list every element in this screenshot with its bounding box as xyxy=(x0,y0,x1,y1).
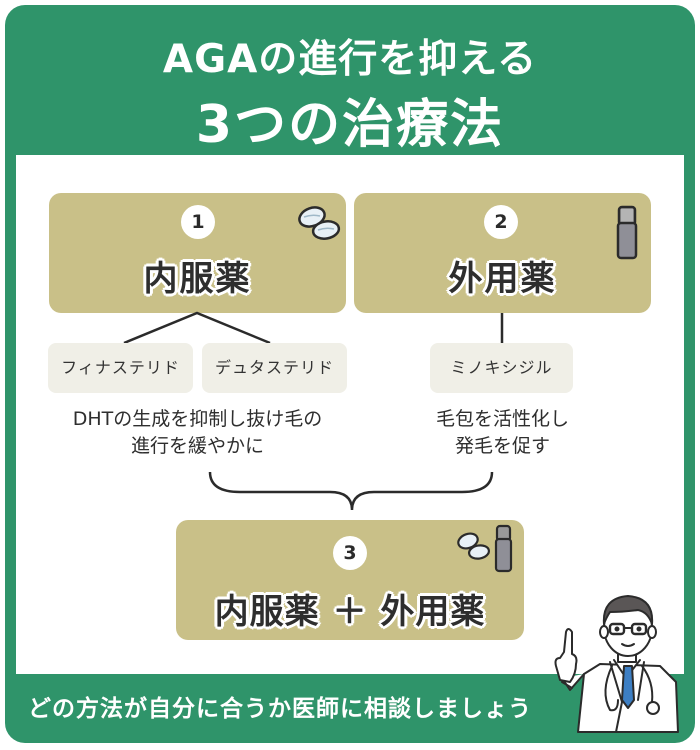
doctor-pointing-icon xyxy=(554,595,679,733)
title-line-2: 3つの治療法 xyxy=(195,95,505,155)
description-oral-line1: DHTの生成を抑制し抜け毛の xyxy=(72,408,323,430)
card-label-combination: 内服薬 ＋ 外用薬 xyxy=(214,592,486,632)
description-topical-line1: 毛包を活性化し xyxy=(435,408,569,430)
bottle-icon xyxy=(494,524,513,573)
card-label-topical: 外用薬 xyxy=(448,259,557,299)
pills-icon xyxy=(457,532,491,560)
pills-icon xyxy=(298,206,341,240)
title-line-1: AGAの進行を抑える xyxy=(162,37,538,82)
card-label-oral: 内服薬 xyxy=(143,259,252,299)
footer-advice-text: どの方法が自分に合うか医師に相談しましょう xyxy=(28,696,532,722)
step-number-1: 1 xyxy=(181,205,215,239)
drug-dutasteride: デュタステリド xyxy=(202,343,347,393)
drug-finasteride: フィナステリド xyxy=(48,343,193,393)
card-combination: 3 内服薬 ＋ 外用薬 xyxy=(176,520,524,640)
step-number-2: 2 xyxy=(484,205,518,239)
description-oral: DHTの生成を抑制し抜け毛の 進行を緩やかに xyxy=(40,406,355,460)
description-oral-line2: 進行を緩やかに xyxy=(130,435,264,457)
description-topical-line2: 発毛を促す xyxy=(454,435,550,457)
card-topical-medicine: 2 外用薬 xyxy=(354,193,651,313)
description-topical: 毛包を活性化し 発毛を促す xyxy=(400,406,605,460)
step-number-3: 3 xyxy=(333,536,367,570)
bottle-icon xyxy=(616,205,638,260)
drug-minoxidil: ミノキシジル xyxy=(430,343,573,393)
card-oral-medicine: 1 内服薬 xyxy=(49,193,346,313)
